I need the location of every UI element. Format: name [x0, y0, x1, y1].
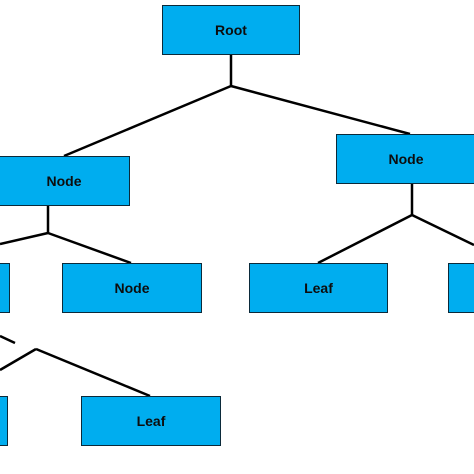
edge-node-right-to-right [411, 213, 474, 247]
root-node: Root [162, 5, 300, 55]
leaf-right-left-label: Leaf [304, 280, 333, 296]
edge-node-left-to-right [47, 231, 132, 265]
node-left-right-label: Node [114, 280, 150, 296]
node-left-left [0, 263, 10, 313]
edge-lower-left-to-leaf [35, 347, 151, 398]
edge-node-right-to-left [317, 213, 413, 265]
edge-lower-left-hub [0, 347, 37, 372]
edge-lower-left-stem-a [0, 334, 16, 345]
node-left: Node [0, 156, 130, 206]
edge-node-left-to-left [0, 231, 49, 246]
leaf-right-right [448, 263, 474, 313]
leaf-bottom-right-label: Leaf [136, 413, 166, 429]
edge-root-node-right-branch [230, 84, 411, 136]
node-left-label: Node [46, 173, 82, 189]
leaf-bottom-right: Leaf [81, 396, 221, 446]
edge-root-node-left-branch [63, 84, 232, 158]
node-right: Node [336, 134, 474, 184]
leaf-bottom-left [0, 396, 8, 446]
node-right-label: Node [388, 151, 424, 167]
root-node-label: Root [215, 22, 247, 38]
node-left-right: Node [62, 263, 202, 313]
leaf-right-left: Leaf [249, 263, 388, 313]
